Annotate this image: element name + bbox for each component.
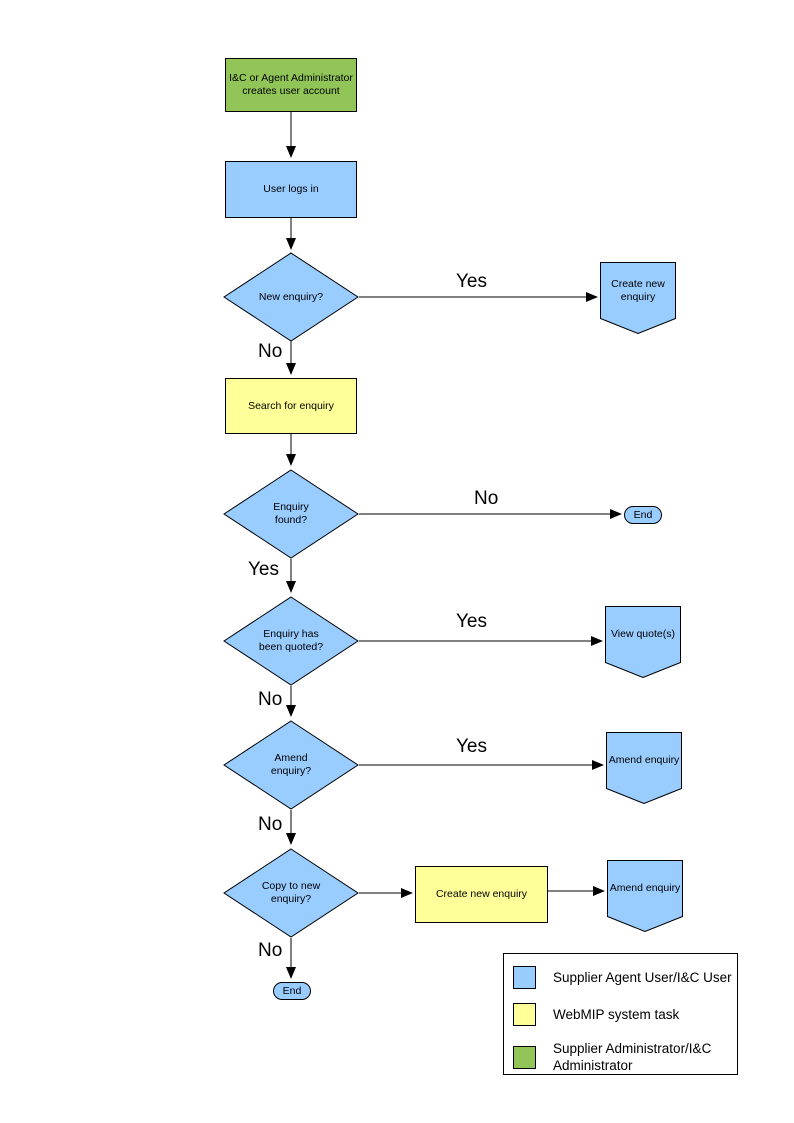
pentagon-shape (606, 732, 682, 804)
diamond-shape (223, 720, 359, 810)
offpage-view-quotes: View quote(s) (605, 606, 681, 678)
diamond-shape (223, 596, 359, 686)
legend-swatch-user (513, 966, 536, 989)
offpage-view-quotes-label: View quote(s) (610, 628, 675, 640)
legend-row-admin: Supplier Administrator/I&C Administrator (513, 1040, 737, 1074)
legend-swatch-system (513, 1003, 536, 1026)
decision-enquiry-found: Enquiry found? (223, 469, 359, 559)
decision-enquiry-quoted: Enquiry has been quoted? (223, 596, 359, 686)
decision-copy-to-new-enquiry: Copy to new enquiry? (223, 848, 359, 938)
node-search-for-enquiry-label: Search for enquiry (248, 399, 334, 412)
diamond-shape (223, 252, 359, 342)
legend: Supplier Agent User/I&C User WebMIP syst… (503, 953, 738, 1075)
offpage-create-new-enquiry-label: Create new enquiry (611, 277, 665, 303)
edge-label-amend-yes: Yes (456, 736, 487, 757)
decision-amend-enquiry-label: Amend enquiry? (270, 752, 312, 777)
legend-row-user: Supplier Agent User/I&C User (513, 966, 737, 989)
terminator-end-bottom: End (273, 982, 311, 1000)
decision-amend-enquiry: Amend enquiry? (223, 720, 359, 810)
decision-copy-to-new-enquiry-label: Copy to new enquiry? (261, 880, 321, 905)
terminator-end-right: End (624, 506, 662, 524)
pentagon-shape (605, 606, 681, 678)
node-create-new-enquiry-task: Create new enquiry (415, 866, 548, 923)
node-user-logs-in: User logs in (225, 161, 357, 218)
decision-new-enquiry-label: New enquiry? (258, 290, 324, 303)
decision-enquiry-found-label: Enquiry found? (273, 501, 309, 526)
pentagon-shape (600, 262, 676, 334)
terminator-end-right-label: End (633, 509, 653, 521)
legend-label-system: WebMIP system task (553, 1007, 680, 1022)
decision-enquiry-quoted-label: Enquiry has been quoted? (258, 628, 324, 653)
legend-label-user: Supplier Agent User/I&C User (553, 970, 732, 985)
node-user-logs-in-label: User logs in (263, 183, 319, 195)
offpage-create-new-enquiry: Create new enquiry (600, 262, 676, 334)
decision-new-enquiry: New enquiry? (223, 252, 359, 342)
terminator-end-bottom-label: End (282, 985, 302, 997)
legend-swatch-admin (513, 1045, 536, 1069)
node-search-for-enquiry: Search for enquiry (225, 378, 357, 434)
pentagon-shape (607, 860, 683, 932)
edge-label-new-enquiry-yes: Yes (456, 271, 487, 292)
legend-label-admin: Supplier Administrator/I&C Administrator (553, 1041, 712, 1073)
legend-row-system: WebMIP system task (513, 1003, 737, 1026)
node-create-account-label: I&C or Agent Administrator creates user … (229, 72, 353, 97)
node-create-new-enquiry-task-label: Create new enquiry (435, 888, 528, 900)
edge-label-new-enquiry-no: No (258, 341, 283, 362)
offpage-amend-enquiry-2: Amend enquiry (607, 860, 683, 932)
offpage-amend-enquiry-2-label: Amend enquiry (609, 882, 681, 894)
edge-label-amend-no: No (258, 814, 283, 835)
edge-label-quoted-yes: Yes (456, 611, 487, 632)
edge-label-quoted-no: No (258, 689, 283, 710)
edge-label-found-yes: Yes (248, 559, 279, 580)
offpage-amend-enquiry-1: Amend enquiry (606, 732, 682, 804)
diamond-shape (223, 848, 359, 938)
node-create-account: I&C or Agent Administrator creates user … (225, 58, 357, 112)
edge-label-copy-no: No (258, 940, 283, 961)
offpage-amend-enquiry-1-label: Amend enquiry (608, 754, 680, 766)
diamond-shape (223, 469, 359, 559)
edge-label-found-no: No (474, 488, 499, 509)
